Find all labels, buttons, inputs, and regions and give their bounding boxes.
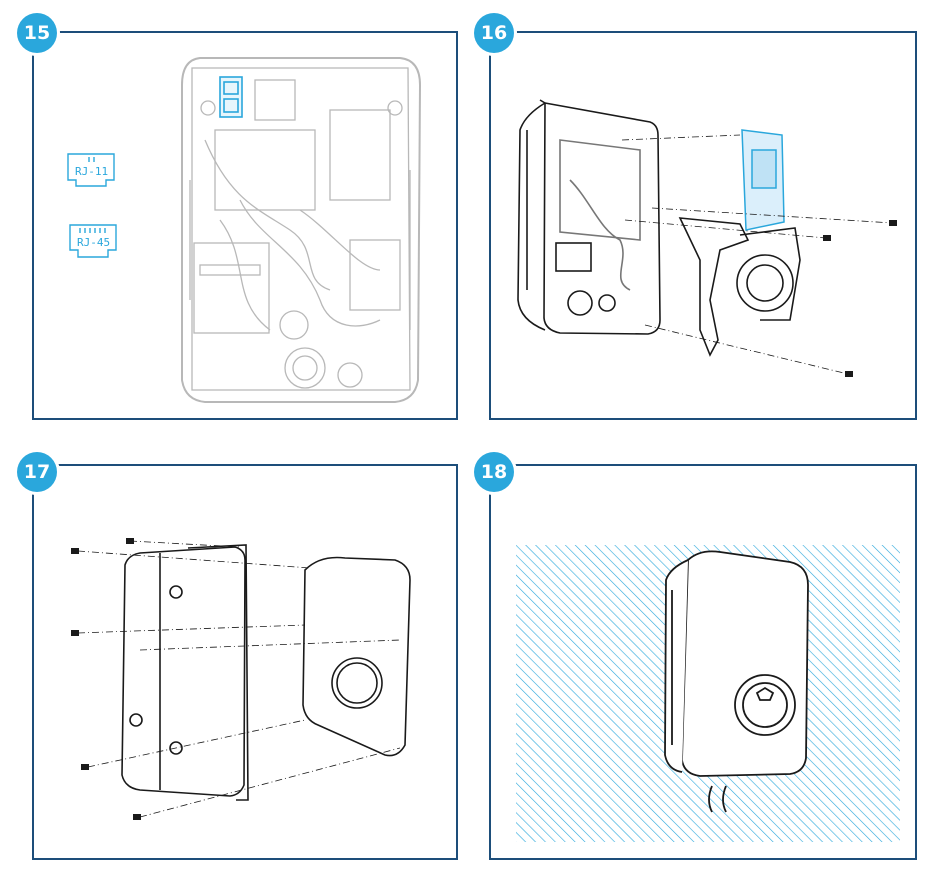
rj45-connector-icon (69, 224, 117, 258)
step-15-badge: 15 (17, 13, 57, 53)
screw-guide-lines (621, 134, 894, 375)
socket-bracket (678, 217, 801, 357)
control-module-highlighted (741, 129, 785, 231)
mounted-charger (664, 550, 809, 813)
highlighted-rj-ports (219, 76, 243, 118)
step-17-badge: 17 (17, 452, 57, 492)
screw-guide-lines (77, 540, 401, 818)
screw-icons (823, 220, 897, 377)
rj45-label: RJ-45 (77, 236, 111, 249)
front-cover (302, 556, 411, 757)
rear-plate (121, 544, 249, 801)
rj11-connector-icon (67, 153, 115, 187)
charger-interior-faded (181, 57, 422, 403)
step-16-badge: 16 (474, 13, 514, 53)
step-18-badge: 18 (474, 452, 514, 492)
screw-icons (71, 538, 141, 820)
charger-open-housing (517, 99, 661, 335)
rj11-label: RJ-11 (75, 165, 109, 178)
